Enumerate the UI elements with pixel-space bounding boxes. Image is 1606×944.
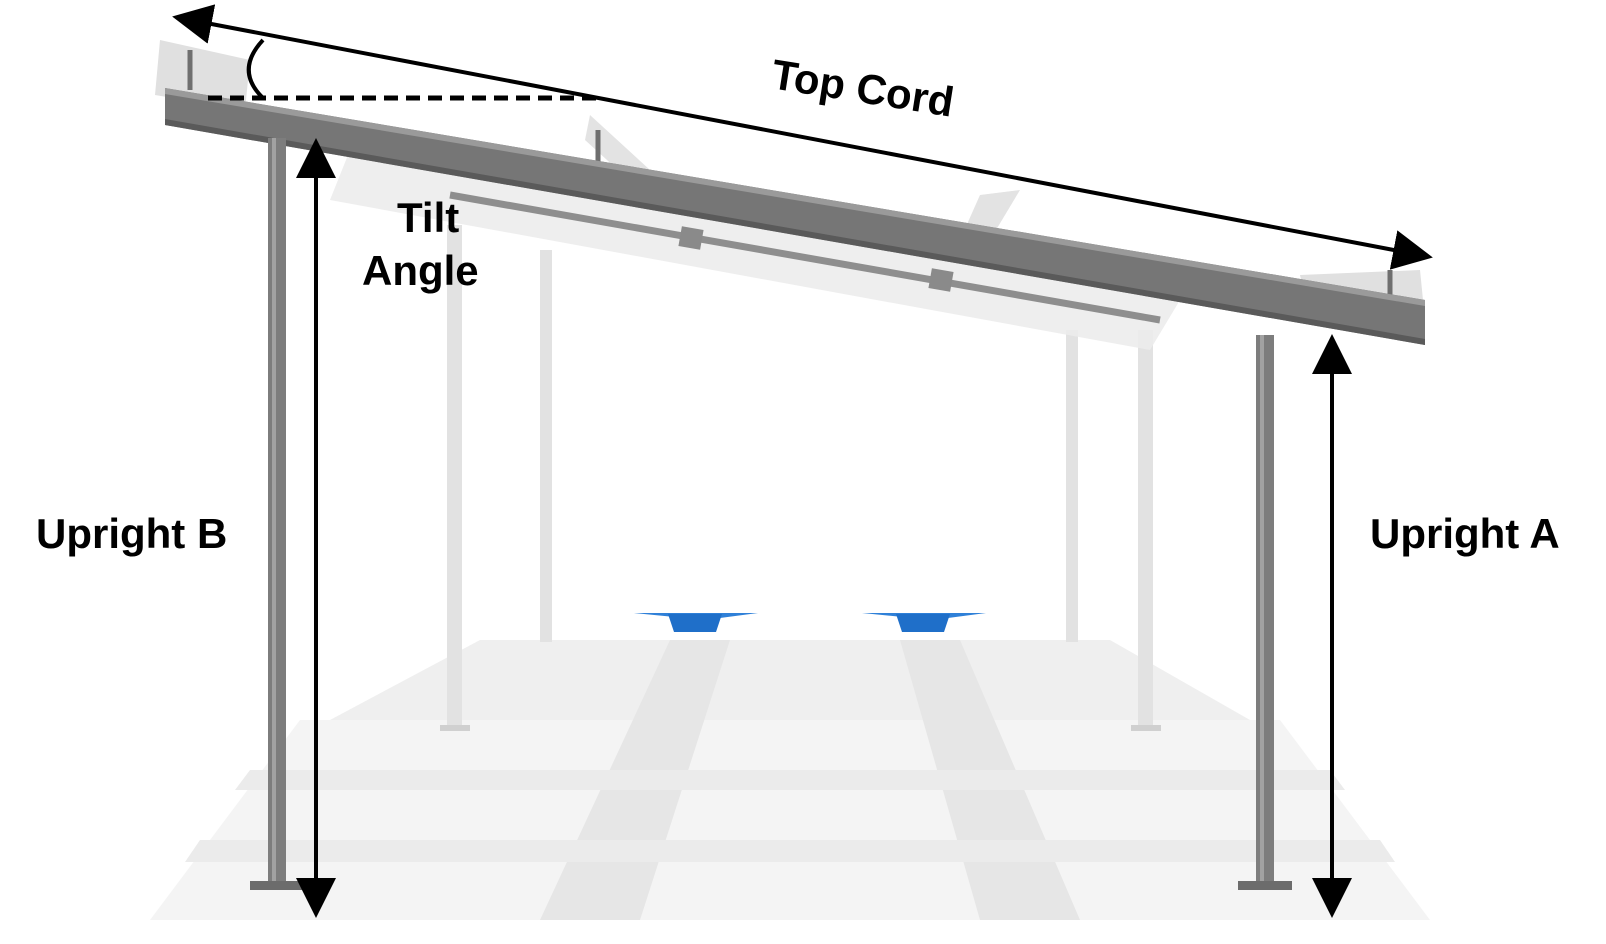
top-cord-dimension-arrow — [172, 4, 1433, 270]
back-upright-4-base — [1131, 725, 1161, 731]
upright-b-post-highlight — [272, 138, 276, 883]
top-cord-beam — [165, 88, 1425, 345]
blue-footing-icon — [862, 613, 986, 632]
upright-a-post-highlight — [1260, 335, 1264, 883]
tilt-angle-label-line1: Tilt — [397, 194, 459, 241]
back-upright-3 — [1066, 330, 1078, 642]
back-upright-2 — [540, 250, 552, 642]
upright-a-post — [1256, 335, 1274, 883]
front-uprights — [250, 138, 1292, 890]
tilt-angle-indicator — [208, 38, 600, 101]
tilt-angle-label-line2: Angle — [362, 247, 479, 294]
tilt-angle-arc — [246, 38, 265, 99]
back-uprights — [440, 225, 1161, 731]
upright-b-post — [268, 138, 286, 883]
upright-b-label: Upright B — [36, 510, 227, 557]
rod-clamp-1 — [678, 226, 704, 250]
upright-a-baseplate — [1238, 881, 1292, 890]
rod-clamp-2 — [928, 268, 954, 292]
upright-b-baseplate — [250, 881, 304, 890]
blue-footing-icon — [634, 613, 758, 632]
back-upright-1 — [447, 225, 462, 730]
beam-bottom-edge — [165, 119, 1425, 345]
ground-shadows — [150, 640, 1430, 920]
upright-a-label: Upright A — [1370, 510, 1560, 557]
ground-shadow-back — [330, 640, 1250, 720]
ground-shadow-band-1 — [235, 770, 1345, 790]
ground-shadow-band-2 — [185, 840, 1395, 862]
back-upright-4 — [1138, 330, 1153, 730]
blue-footings — [634, 613, 986, 632]
top-cord-label: Top Cord — [769, 50, 958, 125]
back-upright-1-base — [440, 725, 470, 731]
top-cord-dimension — [172, 4, 1433, 270]
